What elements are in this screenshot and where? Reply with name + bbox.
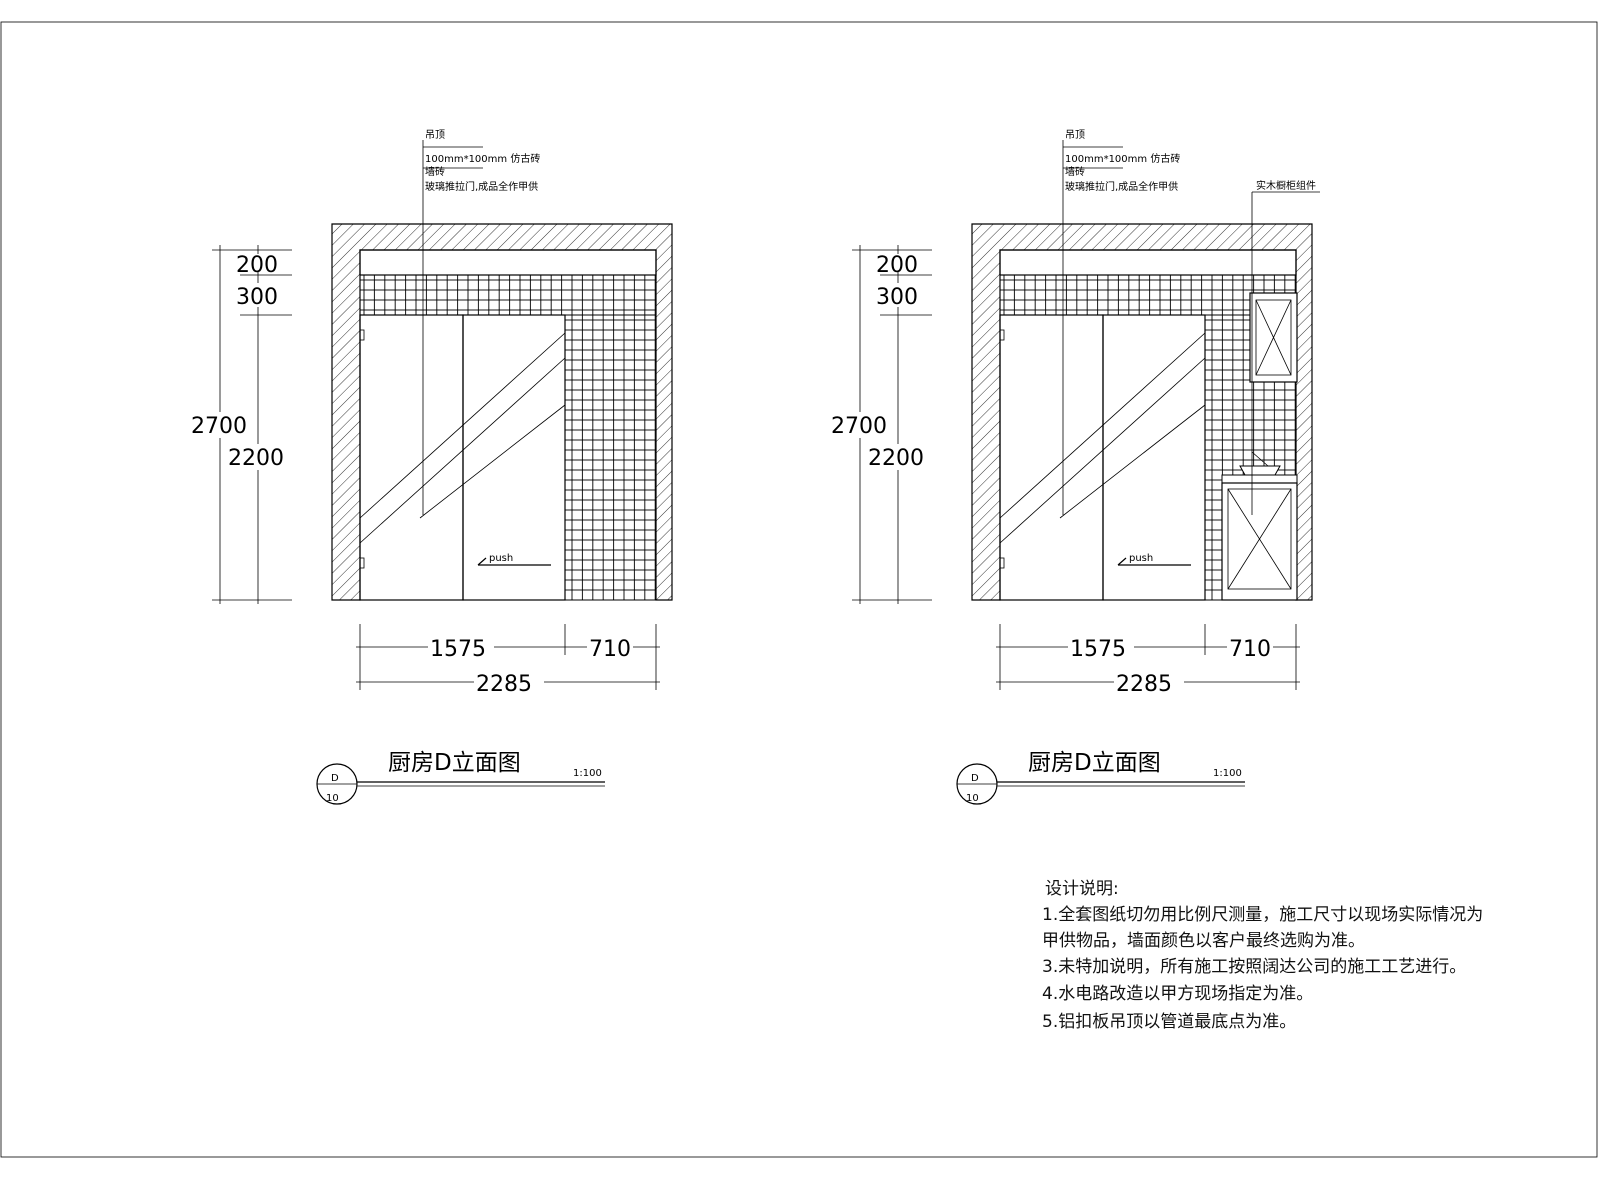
label-cabinet: 实木橱柜组件 [1256,179,1316,192]
cabinet-group: 实木橱柜组件 [1221,179,1320,601]
glass-reflection [419,404,566,519]
label-tile: 100mm*100mm 仿古砖 [425,152,540,165]
tile-band [359,274,657,316]
design-notes: 设计说明: 1.全套图纸切勿用比例尺测量，施工尺寸以现场实际情况为 甲供物品，墙… [1042,879,1483,1032]
lower-cabinet [1221,482,1298,601]
dim-door-height: 2200 [228,446,284,471]
dim-300: 300 [236,285,278,310]
tag-letter: D [971,773,979,784]
note-item: 1.全套图纸切勿用比例尺测量，施工尺寸以现场实际情况为 [1042,905,1483,925]
hinge [359,329,365,341]
door-panel-left [999,314,1104,601]
glass-reflection [1059,404,1206,519]
countertop [1221,474,1298,484]
dim-710: 710 [1229,637,1271,662]
tag-letter: D [331,773,339,784]
hinge [359,557,365,569]
dim-2285: 2285 [476,672,532,697]
tag-number: 10 [966,793,979,804]
dim-total-height: 2700 [831,414,887,439]
door-panel-left [359,314,464,601]
note-item: 4.水电路改造以甲方现场指定为准。 [1042,984,1313,1004]
glass-reflection [359,357,566,544]
dim-710: 710 [589,637,631,662]
hinge [999,557,1005,569]
push-label: push [1129,553,1153,564]
drawing-title: 厨房D立面图 [1028,750,1161,776]
label-tile: 100mm*100mm 仿古砖 [1065,152,1180,165]
door-panel-right [1102,314,1206,601]
tile-band [999,274,1297,316]
hinge [999,329,1005,341]
drawing-title: 厨房D立面图 [388,750,521,776]
push-label: push [489,553,513,564]
dim-2285: 2285 [1116,672,1172,697]
door-panel-right [462,314,566,601]
tag-number: 10 [326,793,339,804]
glass-reflection [999,332,1206,519]
dim-200: 200 [876,253,918,278]
sheet-border [0,21,1598,1158]
elevation-left: push 吊顶 100mm*100mm 仿古砖 墙砖 玻璃推拉门,成品全作甲供 … [190,129,673,805]
dim-door-height: 2200 [868,446,924,471]
push-arrow [477,557,487,566]
ceiling-strip [359,249,657,276]
note-item: 5.铝扣板吊顶以管道最底点为准。 [1042,1012,1296,1032]
note-item: 3.未特加说明，所有施工按照阔达公司的施工工艺进行。 [1042,957,1466,977]
label-door: 玻璃推拉门,成品全作甲供 [1065,180,1178,193]
label-wall-tile: 墙砖 [1065,165,1085,178]
dim-200: 200 [236,253,278,278]
dim-300: 300 [876,285,918,310]
sink-icon [1239,465,1281,476]
drawing-scale: 1:100 [1213,768,1242,779]
label-door: 玻璃推拉门,成品全作甲供 [425,180,538,193]
label-ceiling: 吊顶 [1065,129,1085,141]
notes-heading: 设计说明: [1045,879,1119,899]
dim-1575: 1575 [430,637,486,662]
label-ceiling: 吊顶 [425,129,445,141]
label-wall-tile: 墙砖 [425,165,445,178]
dim-1575: 1575 [1070,637,1126,662]
drawing-scale: 1:100 [573,768,602,779]
glass-reflection [999,357,1206,544]
dim-total-height: 2700 [191,414,247,439]
note-item: 甲供物品，墙面颜色以客户最终选购为准。 [1042,931,1365,951]
glass-reflection [359,332,566,519]
elevation-right: push 吊顶 100mm*100mm 仿古砖 墙砖 玻璃推拉门,成品全作甲供 … [830,129,1313,805]
push-arrow [1117,557,1127,566]
tile-wall [564,314,657,601]
